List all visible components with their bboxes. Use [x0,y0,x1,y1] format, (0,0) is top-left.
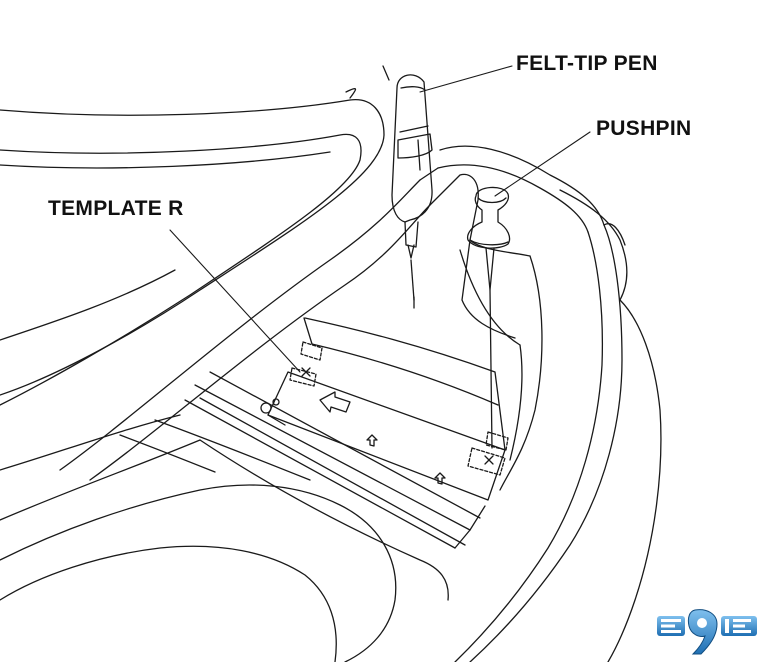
trunk-opening-rim [59,145,605,481]
trunk-floor [0,414,449,662]
trunk-front-lip [184,371,486,549]
quarter-panel [454,189,662,662]
pushpin-label: PUSHPIN [596,117,692,140]
trunk-lid [0,88,385,406]
felt-tip-pen-label: FELT-TIP PEN [516,52,658,75]
trunk-side-wall [459,239,543,491]
watermark-logo-graphic [657,609,757,655]
template-r-sheet [260,296,509,501]
felt-tip-pen [382,65,433,301]
template-r-label: TEMPLATE R [48,197,184,220]
watermark-logo [655,606,761,658]
pushpin [466,186,511,449]
leader-lines [169,65,591,373]
